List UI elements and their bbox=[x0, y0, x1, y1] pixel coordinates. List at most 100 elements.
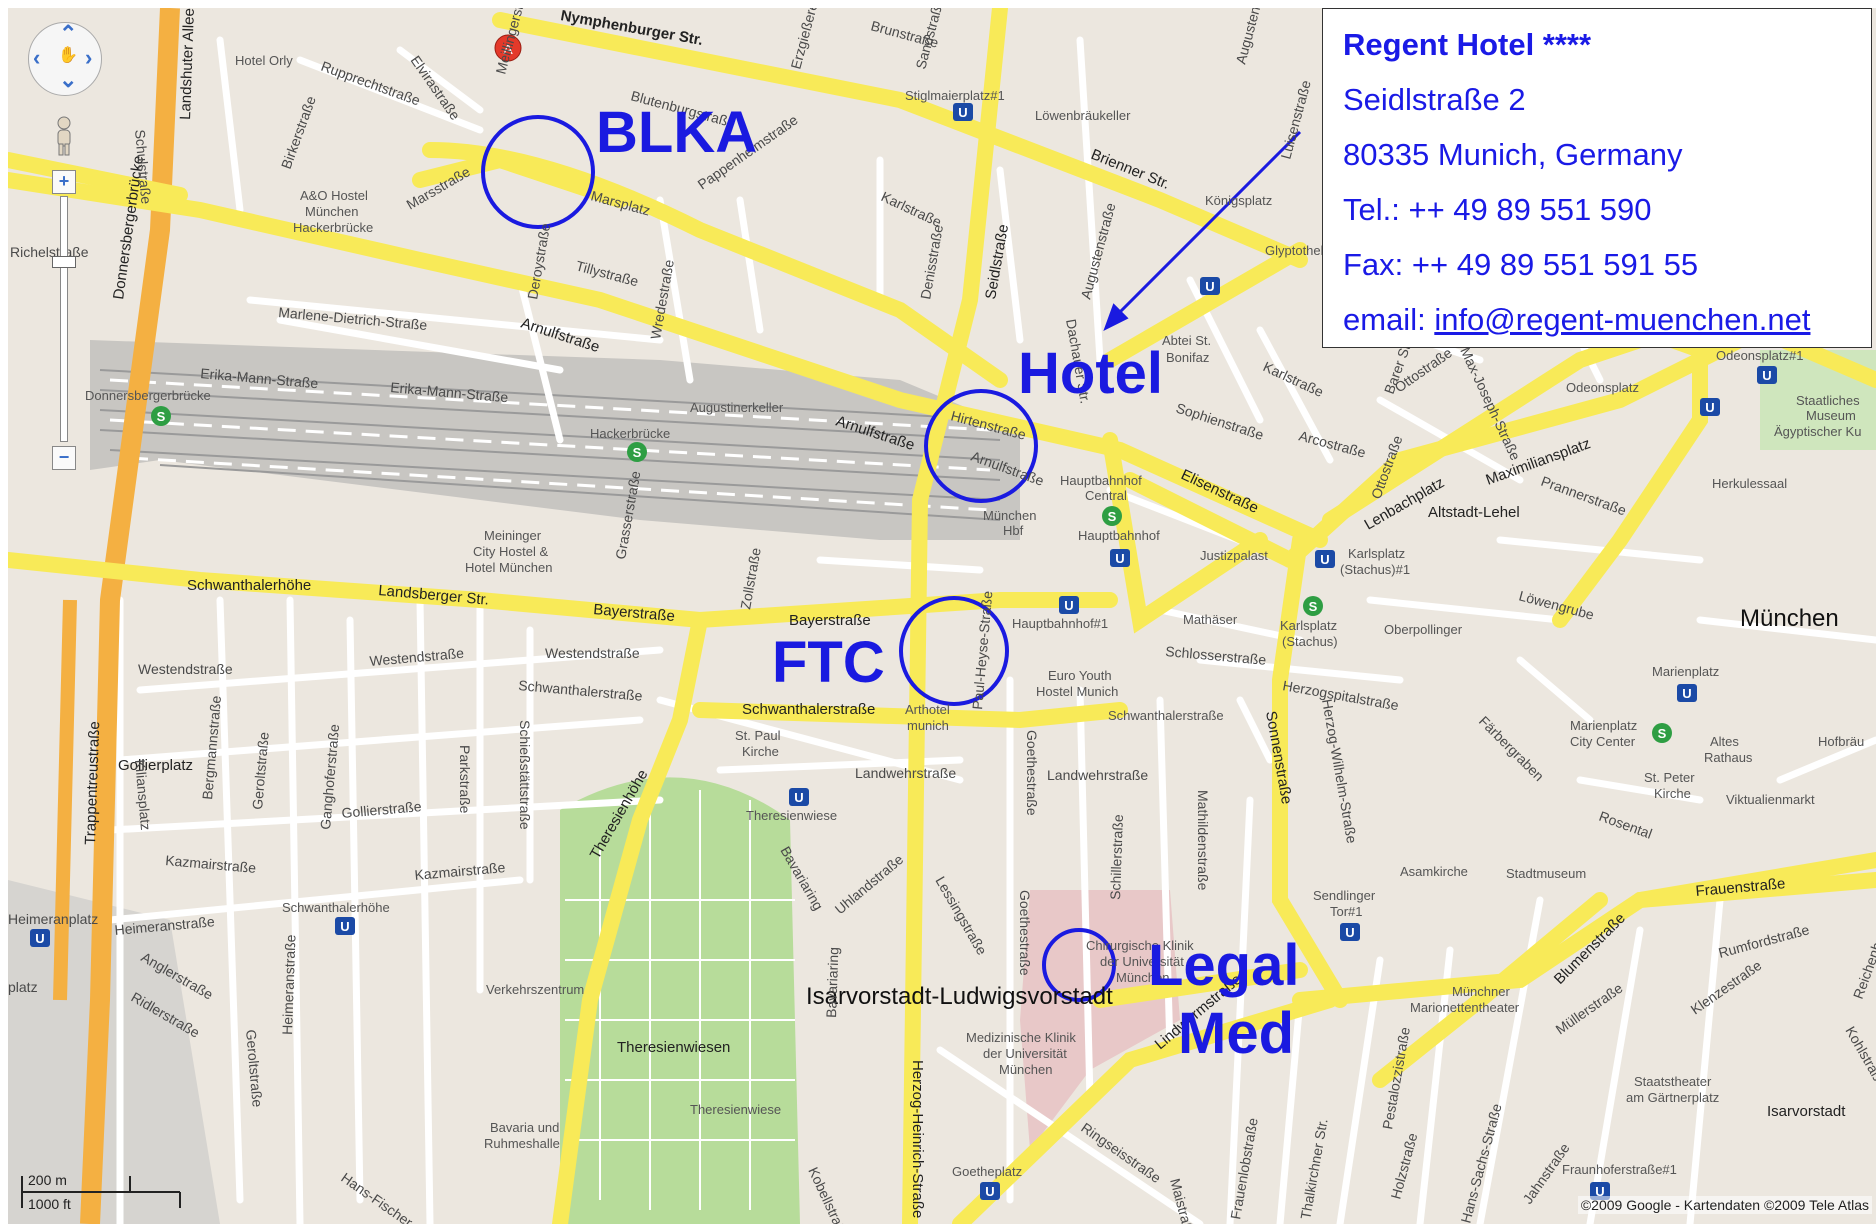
label: Kiliansplatz bbox=[132, 759, 154, 831]
label: Arthotel bbox=[905, 702, 950, 717]
label: Hauptbahnhof bbox=[1060, 473, 1142, 488]
hotel-circle bbox=[924, 389, 1038, 503]
label: Medizinische Klinik bbox=[966, 1030, 1076, 1045]
label: Schießstättstraße bbox=[517, 720, 533, 830]
scale-bar: 200 m 1000 ft bbox=[20, 1172, 190, 1218]
label: Staatstheater bbox=[1634, 1074, 1712, 1089]
label: Schulstraße bbox=[132, 129, 154, 205]
label: Schillerstraße bbox=[1107, 814, 1126, 900]
pan-down-icon[interactable]: ⌄ bbox=[59, 67, 78, 92]
label: Sendlinger bbox=[1313, 888, 1376, 903]
svg-text:S: S bbox=[157, 409, 166, 424]
label: Parkstraße bbox=[457, 745, 473, 814]
label: Hostel Munich bbox=[1036, 684, 1118, 699]
label: Westendstraße bbox=[545, 645, 640, 661]
scale-metric: 200 m bbox=[28, 1172, 67, 1188]
rail-yard bbox=[90, 340, 1020, 540]
label: Viktualienmarkt bbox=[1726, 792, 1815, 807]
svg-text:S: S bbox=[1658, 726, 1667, 741]
hotel-name: Regent Hotel **** bbox=[1343, 27, 1592, 62]
email-link[interactable]: info@regent-muenchen.net bbox=[1434, 302, 1811, 337]
u-bahn-icons[interactable]: U U U U U U U U U U U U U U bbox=[30, 103, 1777, 1200]
label: Stadtmuseum bbox=[1506, 866, 1586, 881]
label: Heimeranstraße bbox=[279, 934, 299, 1035]
label: Theresienwiesen bbox=[617, 1039, 730, 1056]
hotel-street: Seidlstraße 2 bbox=[1343, 82, 1526, 117]
hotel-arrow bbox=[1103, 130, 1302, 332]
svg-text:S: S bbox=[1108, 509, 1117, 524]
pan-control[interactable]: ⌃ ‹ › ⌄ ✋ bbox=[28, 21, 102, 96]
label: Hotel Orly bbox=[235, 53, 293, 68]
annotation-legal: Legal bbox=[1148, 933, 1300, 998]
svg-text:U: U bbox=[1762, 368, 1771, 383]
label: Geroltstraße bbox=[249, 731, 272, 810]
label: Fraunhoferstraße#1 bbox=[1562, 1162, 1677, 1177]
label: Augustinerkeller bbox=[690, 400, 784, 415]
label: München bbox=[1740, 605, 1839, 632]
label: Schwanthalerhöhe bbox=[282, 900, 390, 915]
label: munich bbox=[907, 718, 949, 733]
label: City Center bbox=[1570, 734, 1636, 749]
svg-text:U: U bbox=[985, 1184, 994, 1199]
label: Kirche bbox=[742, 744, 779, 759]
label: Kazmairstraße bbox=[414, 859, 506, 883]
label: Ruhmeshalle bbox=[484, 1136, 560, 1151]
label: Rathaus bbox=[1704, 750, 1753, 765]
pan-right-icon[interactable]: › bbox=[85, 45, 93, 70]
zoom-out-button[interactable]: − bbox=[52, 446, 76, 470]
svg-text:U: U bbox=[1345, 925, 1354, 940]
park-paths bbox=[565, 790, 795, 1210]
pan-up-icon[interactable]: ⌃ bbox=[59, 21, 78, 46]
label: München bbox=[983, 508, 1036, 523]
label: Mathäser bbox=[1183, 612, 1238, 627]
hotel-email-line: email: info@regent-muenchen.net bbox=[1343, 292, 1851, 347]
label: Schwanthalerstraße bbox=[742, 701, 875, 718]
s-bahn-icons[interactable]: S S S S S bbox=[151, 406, 1672, 743]
hotel-city: 80335 Munich, Germany bbox=[1343, 137, 1683, 172]
pan-left-icon[interactable]: ‹ bbox=[33, 45, 41, 70]
label: Trappentreustraße bbox=[82, 721, 103, 845]
label: Altes bbox=[1710, 734, 1739, 749]
location-marker-a[interactable]: A bbox=[494, 34, 522, 62]
ftc-circle bbox=[899, 596, 1009, 706]
label: Bayerstraße bbox=[789, 612, 871, 629]
major-roads bbox=[8, 8, 1876, 1224]
label: Ägyptischer Ku bbox=[1774, 424, 1861, 439]
svg-text:S: S bbox=[1309, 599, 1318, 614]
label: der Universität bbox=[1100, 954, 1184, 969]
label: (Stachus) bbox=[1282, 634, 1338, 649]
highway-donnersberger bbox=[80, 8, 180, 1224]
zoom-in-button[interactable]: + bbox=[52, 170, 76, 194]
legal-med-circle bbox=[1042, 928, 1116, 1002]
label: Bonifaz bbox=[1166, 350, 1209, 365]
annotation-circles bbox=[481, 115, 1116, 1002]
label: Schwanthalerhöhe bbox=[187, 577, 311, 594]
label: Landshuter Allee bbox=[177, 8, 198, 120]
label: Bavariaring bbox=[823, 947, 841, 1018]
label: Euro Youth bbox=[1048, 668, 1112, 683]
label: Bavaria und bbox=[490, 1120, 559, 1135]
label: Hauptbahnhof#1 bbox=[1012, 616, 1108, 631]
hand-icon: ✋ bbox=[58, 47, 78, 64]
label: Herzog-Heinrich-Straße bbox=[909, 1060, 926, 1218]
svg-text:U: U bbox=[1115, 551, 1124, 566]
zoom-control[interactable]: + − bbox=[52, 170, 76, 470]
svg-text:U: U bbox=[1705, 400, 1714, 415]
zoom-slider-thumb[interactable] bbox=[52, 256, 76, 268]
label: Herkulessaal bbox=[1712, 476, 1787, 491]
label: Westendstraße bbox=[138, 661, 233, 677]
zoom-slider-track[interactable] bbox=[60, 196, 68, 442]
label: Hackerbrücke bbox=[293, 220, 373, 235]
label: Donnersbergerbrücke bbox=[85, 388, 211, 403]
label: Altstadt-Lehel bbox=[1428, 504, 1520, 521]
pegman-icon[interactable] bbox=[52, 116, 76, 156]
label: Landwehrstraße bbox=[1047, 767, 1148, 783]
label: Hbf bbox=[1003, 523, 1024, 538]
label: Richelstraße bbox=[10, 244, 89, 260]
scale-imperial: 1000 ft bbox=[28, 1196, 71, 1212]
svg-text:U: U bbox=[35, 931, 44, 946]
label: Karlsplatz bbox=[1348, 546, 1405, 561]
label: Oberpollinger bbox=[1384, 622, 1463, 637]
label: Landwehrstraße bbox=[855, 765, 956, 781]
label: Goethestraße bbox=[1017, 890, 1033, 976]
